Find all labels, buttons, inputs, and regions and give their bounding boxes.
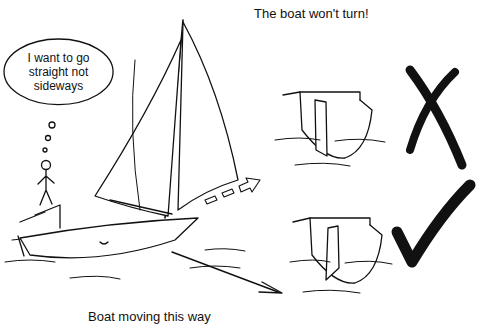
- title-note: The boat won't turn!: [254, 6, 369, 21]
- thought-bubble: I want to go straight not sideways: [3, 38, 114, 106]
- motion-caption: Boat moving this way: [88, 309, 211, 324]
- thought-text: I want to go straight not sideways: [22, 51, 96, 93]
